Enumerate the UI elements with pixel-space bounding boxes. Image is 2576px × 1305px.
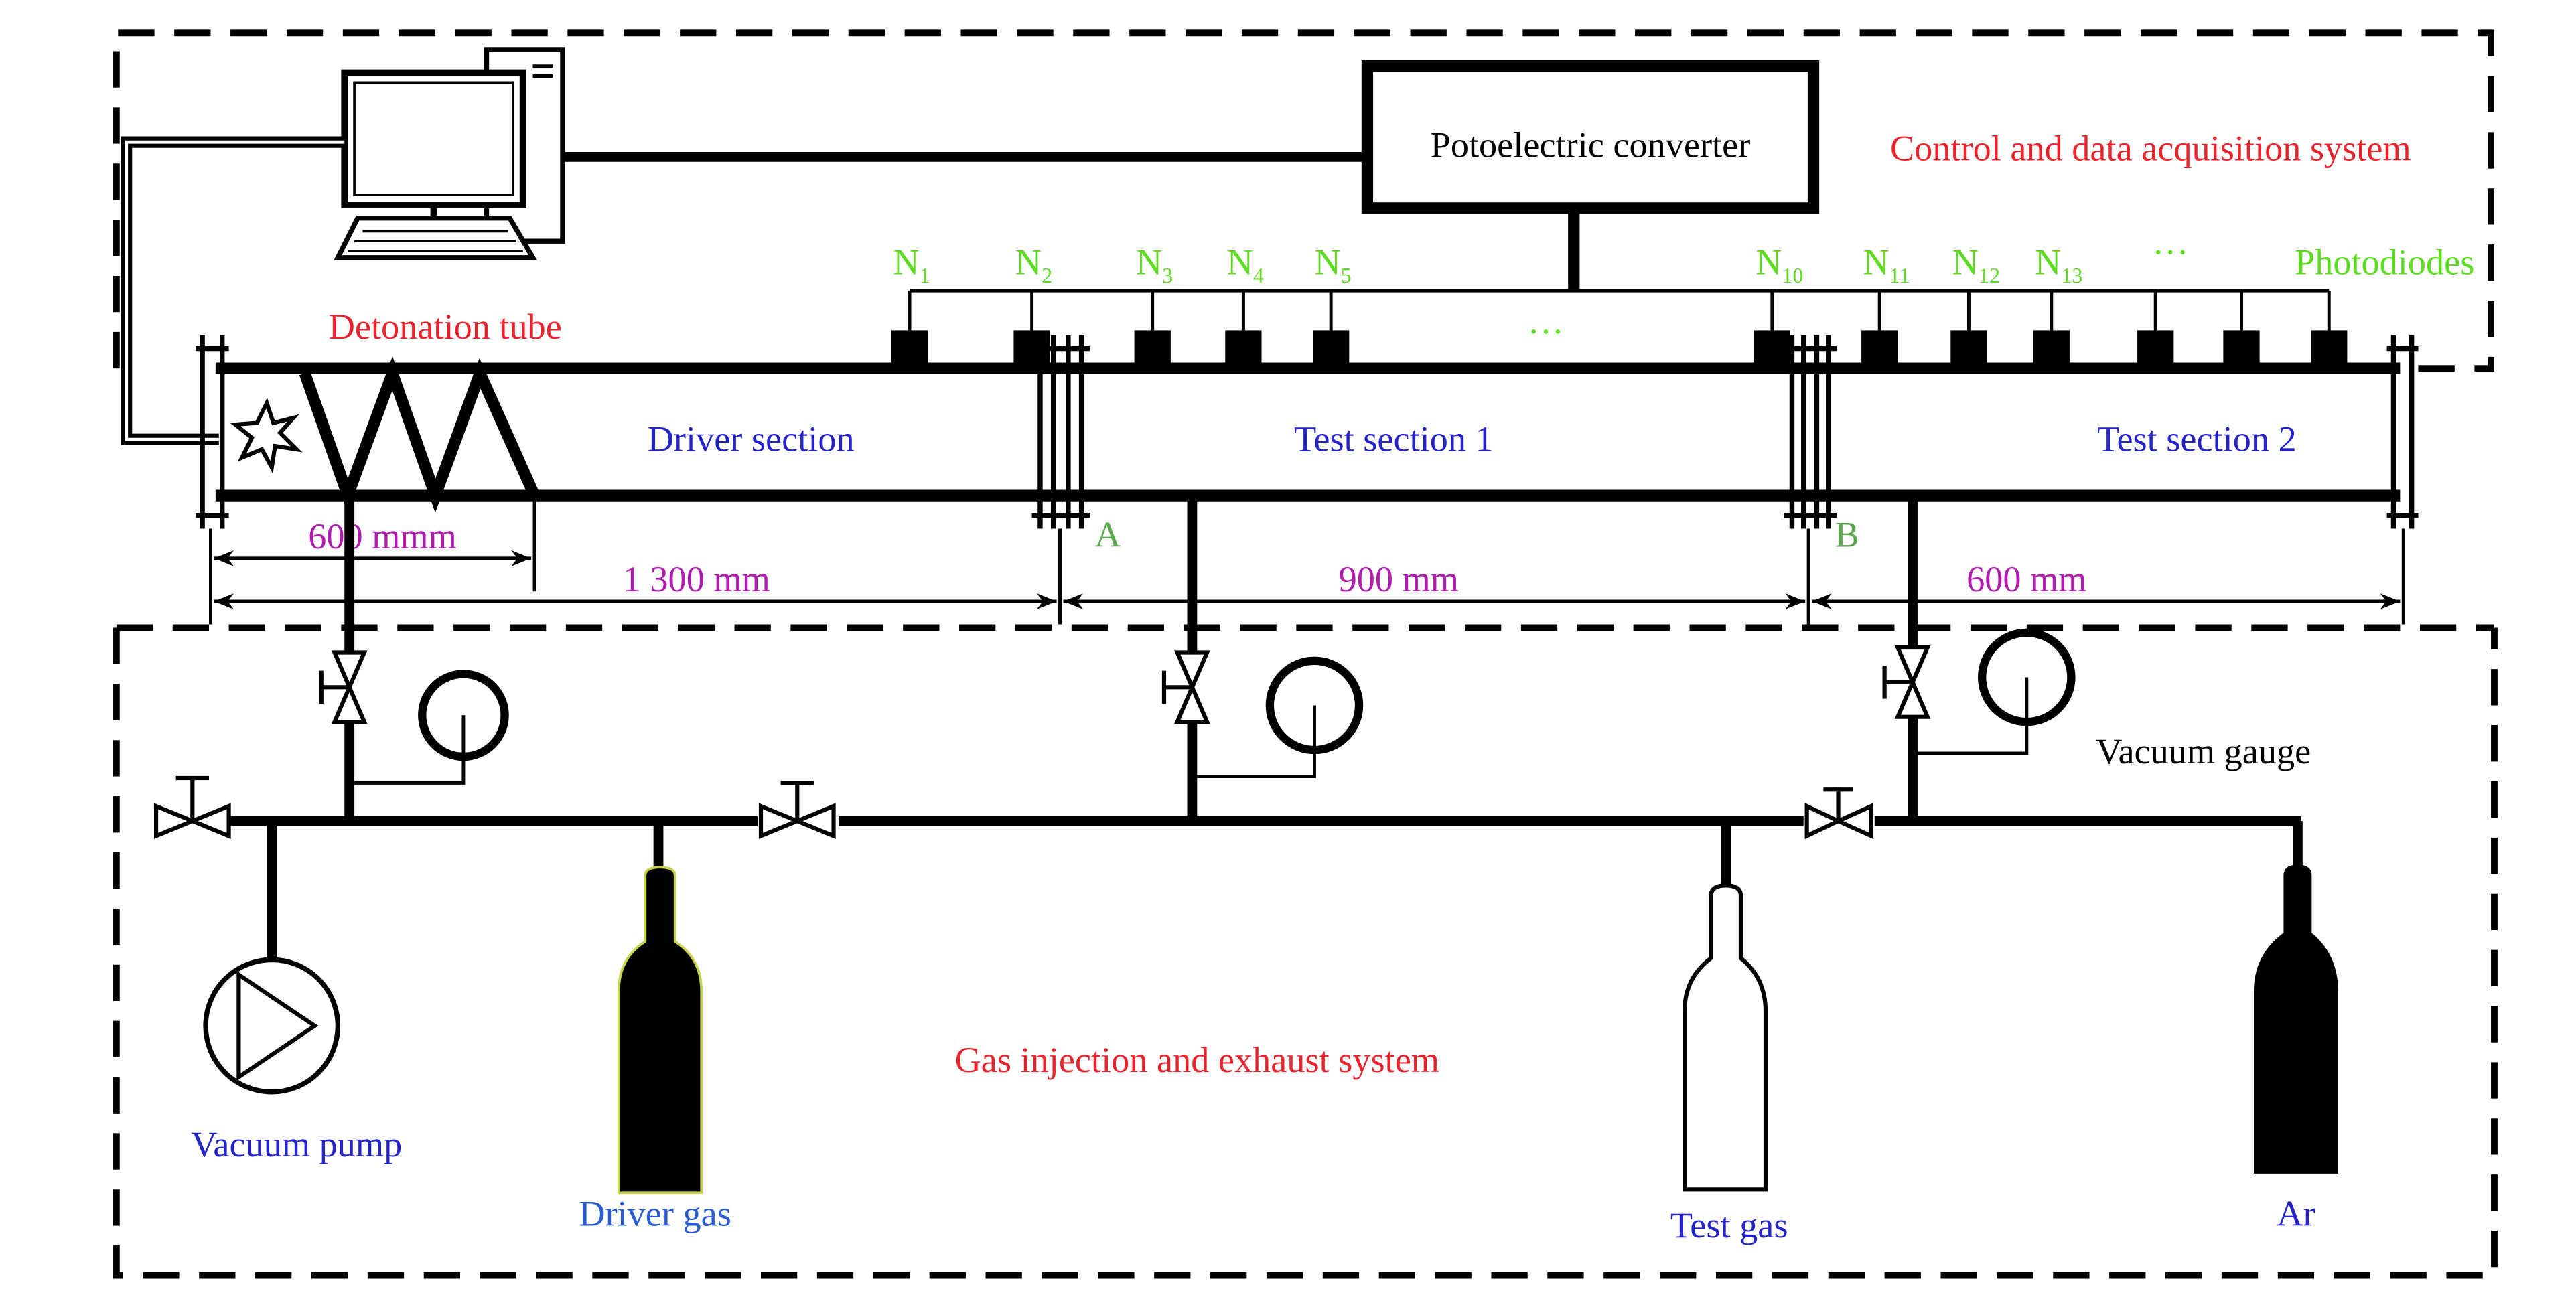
- dimension-1300: 1 300 mm: [623, 559, 770, 599]
- photodiode-sensor: [2311, 330, 2348, 367]
- vacuum-gauge-label: Vacuum gauge: [2096, 731, 2311, 771]
- flange-left: [196, 335, 229, 529]
- photodiode-ellipsis-mid: ···: [1528, 311, 1564, 352]
- photodiode-labels: N1 N2 N3 N4 N5 N10 N11 N12 N13: [893, 242, 2082, 287]
- gas-piping: [230, 495, 2303, 958]
- photodiode-sensor: [2033, 330, 2070, 367]
- vacuum-pump-label: Vacuum pump: [191, 1124, 402, 1164]
- photodiode-label: N11: [1863, 242, 1910, 287]
- gas-system-boundary: [113, 627, 2498, 1279]
- vacuum-gauge-driver: [418, 670, 509, 761]
- photodiode-sensor: [2137, 330, 2174, 367]
- computer-cables: [121, 136, 1368, 445]
- test-section-2-label: Test section 2: [2097, 419, 2297, 459]
- valve-midline-horizontal: [758, 781, 836, 839]
- diaphragm-a-label: A: [1094, 515, 1121, 555]
- valve-driver-vertical: [319, 650, 368, 724]
- computer-icon: [334, 47, 565, 260]
- photodiode-label: N4: [1227, 242, 1264, 287]
- dimension-600-driver: 600 mmm: [308, 516, 457, 556]
- photodiode-sensor: [891, 330, 928, 367]
- control-system-boundary: [113, 29, 2494, 369]
- photodiode-label: N1: [893, 242, 930, 287]
- vacuum-pump-icon: [203, 957, 341, 1095]
- shchelkin-spiral: [299, 356, 540, 513]
- photodiode-sensors: [891, 330, 2348, 367]
- photodiode-sensor: [1861, 330, 1898, 367]
- photodiode-label: N2: [1015, 242, 1052, 287]
- photoelectric-converter-box: [1361, 60, 1820, 214]
- driver-gas-cylinder-icon: [617, 866, 703, 1195]
- vacuum-gauge-test2: [1978, 628, 2076, 726]
- valve-test2-vertical: [1882, 645, 1931, 719]
- dimension-900: 900 mm: [1339, 559, 1459, 599]
- diaphragm-b: [1784, 335, 1837, 529]
- photodiode-label: N13: [2035, 242, 2082, 287]
- photodiode-sensor: [1950, 330, 1987, 367]
- argon-cylinder-icon: [2254, 864, 2338, 1174]
- test-gas-label: Test gas: [1670, 1205, 1788, 1245]
- photodiode-sensor: [1134, 330, 1171, 367]
- dimension-600-test2: 600 mm: [1966, 559, 2086, 599]
- photodiode-sensor: [1313, 330, 1350, 367]
- gas-system-label: Gas injection and exhaust system: [955, 1040, 1439, 1080]
- photodiode-label: N10: [1756, 242, 1803, 287]
- detonation-tube-label: Detonation tube: [329, 307, 562, 347]
- valve-pump-horizontal: [153, 775, 231, 839]
- photodiode-label: N12: [1952, 242, 2000, 287]
- valve-testgas-horizontal: [1804, 787, 1873, 840]
- driver-section-label: Driver section: [648, 419, 855, 459]
- flange-right: [2386, 335, 2419, 529]
- valve-test1-vertical: [1161, 650, 1210, 724]
- photodiode-label: N5: [1314, 242, 1351, 287]
- photodiodes-title: Photodiodes: [2295, 242, 2474, 283]
- photodiode-sensor: [1225, 330, 1262, 367]
- igniter-spark-icon: [230, 397, 303, 474]
- diaphragm-a: [1031, 335, 1090, 529]
- test-section-1-label: Test section 1: [1294, 419, 1494, 459]
- control-system-label: Control and data acquisition system: [1890, 128, 2411, 168]
- test-gas-cylinder-icon: [1683, 883, 1768, 1192]
- photodiode-connectors: [908, 291, 2331, 331]
- diaphragm-b-label: B: [1835, 515, 1859, 555]
- photodiode-label: N3: [1136, 242, 1173, 287]
- argon-label: Ar: [2277, 1194, 2315, 1234]
- photodiode-ellipsis-top: ···: [2152, 232, 2188, 273]
- photoelectric-converter-label: Potoelectric converter: [1431, 125, 1751, 165]
- vacuum-gauge-test1: [1265, 656, 1364, 755]
- detonation-tube: [215, 362, 2401, 502]
- photodiode-sensor: [2223, 330, 2260, 367]
- driver-gas-label: Driver gas: [579, 1194, 731, 1234]
